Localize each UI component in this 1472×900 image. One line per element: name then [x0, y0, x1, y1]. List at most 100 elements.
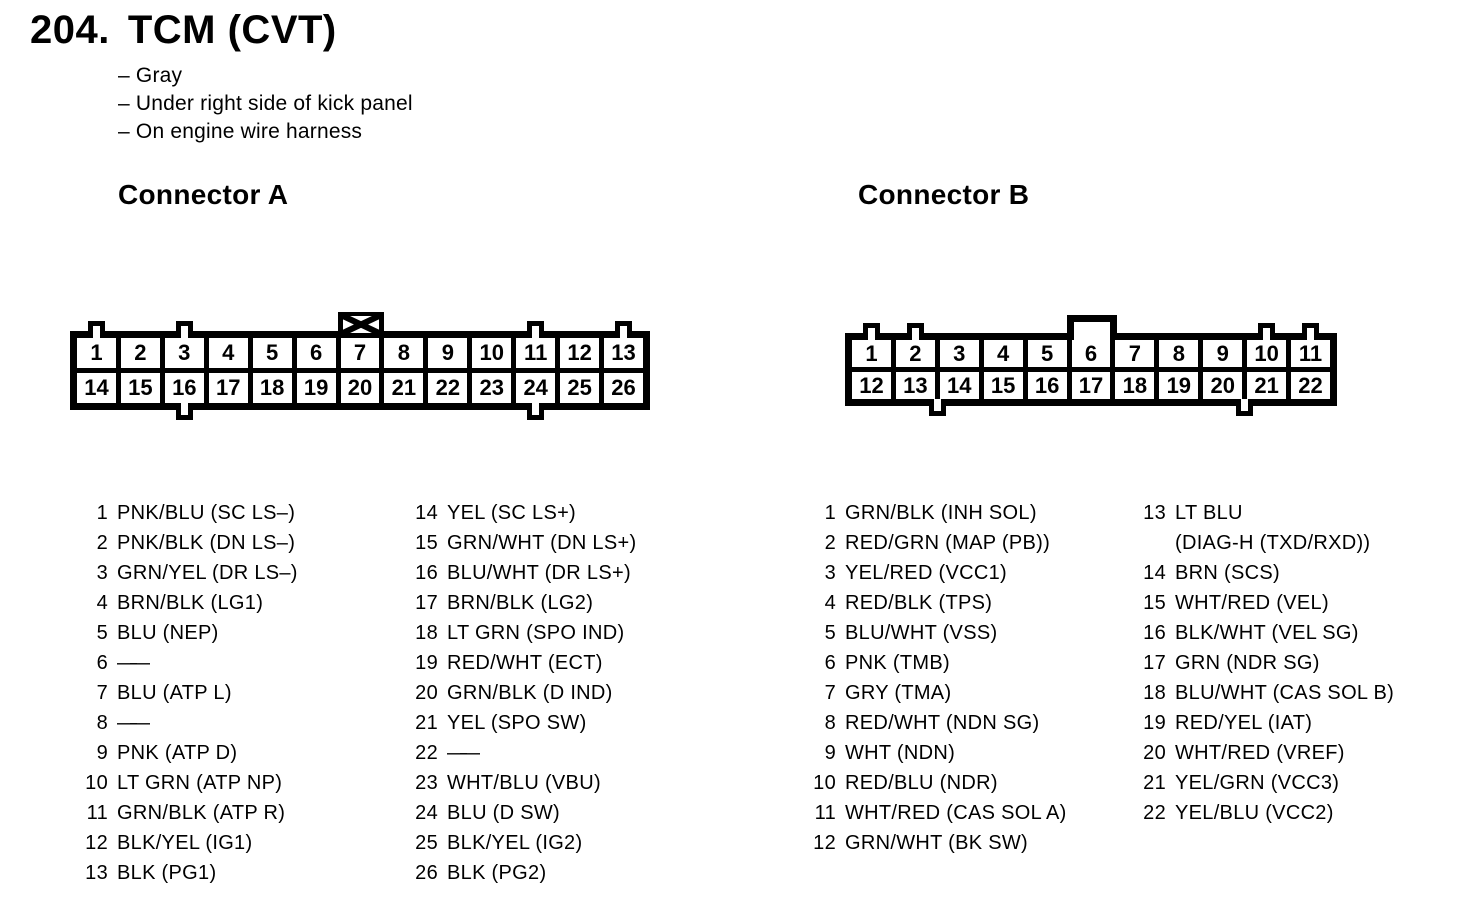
pin-row: 9 PNK (ATP D) — [70, 738, 298, 768]
pin-number: 20 — [1143, 742, 1166, 764]
pin-number: 23 — [415, 772, 438, 794]
pin-cell: 21 — [384, 373, 424, 403]
pin-row: 8—— — [70, 708, 298, 738]
pin-wire-label: LT BLU — [1175, 502, 1243, 524]
pin-number: 1 — [824, 502, 836, 524]
pin-wire-label: BLU (ATP L) — [117, 682, 232, 704]
pin-number: 2 — [96, 532, 108, 554]
index-tab — [929, 399, 946, 416]
pin-wire-label: BLK (PG2) — [447, 862, 547, 884]
pin-cell: 4 — [208, 338, 248, 368]
pin-wire-label: BLK/YEL (IG2) — [447, 832, 583, 854]
pin-wire-label: PNK/BLK (DN LS–) — [117, 532, 296, 554]
pin-number: 9 — [96, 742, 108, 764]
pin-wire-label: BLK/WHT (VEL SG) — [1175, 622, 1359, 644]
pin-row: 2 PNK/BLK (DN LS–) — [70, 528, 298, 558]
pin-wire-label: PNK (TMB) — [845, 652, 950, 674]
pin-number: 2 — [824, 532, 836, 554]
location-note: – Gray — [118, 64, 183, 87]
pin-cell: 22 — [428, 373, 468, 403]
index-tab — [88, 321, 105, 338]
pin-row: 25 BLK/YEL (IG2) — [400, 828, 636, 858]
pin-cell: 6 — [1071, 340, 1111, 367]
pin-row-continuation: (DIAG-H (TXD/RXD)) — [1128, 528, 1394, 558]
pin-wire-label: GRN/BLK (ATP R) — [117, 802, 286, 824]
pin-number: 12 — [813, 832, 836, 854]
pin-wire-label: WHT/RED (VREF) — [1175, 742, 1345, 764]
pin-wire-label: LT GRN (ATP NP) — [117, 772, 283, 794]
pin-number: 5 — [96, 622, 108, 644]
pin-row: 6—— — [70, 648, 298, 678]
pin-number: 26 — [415, 862, 438, 884]
pin-wire-label: PNK (ATP D) — [117, 742, 238, 764]
index-tab — [1258, 323, 1275, 340]
pin-number: 21 — [1143, 772, 1166, 794]
pin-wire-label: BLU/WHT (CAS SOL B) — [1175, 682, 1395, 704]
index-tab — [615, 321, 632, 338]
location-note: – Under right side of kick panel — [118, 92, 413, 115]
pin-cell: 26 — [604, 373, 643, 403]
pin-cell: 14 — [939, 372, 979, 399]
pin-number: 13 — [1143, 502, 1166, 524]
pin-cell: 5 — [1027, 340, 1067, 367]
pin-wire-label: RED/GRN (MAP (PB)) — [845, 532, 1051, 554]
pin-number: 8 — [824, 712, 836, 734]
pin-number: 16 — [1143, 622, 1166, 644]
pin-number: 15 — [415, 532, 438, 554]
index-tab — [907, 323, 924, 340]
pin-cell: 7 — [1115, 340, 1155, 367]
pin-row: 13 LT BLU — [1128, 498, 1394, 528]
connector-a-title: Connector A — [118, 179, 289, 210]
pin-wire-label: RED/BLK (TPS) — [845, 592, 993, 614]
pin-cell: 18 — [252, 373, 292, 403]
pin-number: 18 — [415, 622, 438, 644]
pin-number: 25 — [415, 832, 438, 854]
pin-number: 19 — [415, 652, 438, 674]
pin-wire-label: PNK/BLU (SC LS–) — [117, 502, 296, 524]
index-tab — [1302, 323, 1319, 340]
pin-number: 3 — [824, 562, 836, 584]
pin-row: 16 BLK/WHT (VEL SG) — [1128, 618, 1394, 648]
pin-wire-label: RED/BLU (NDR) — [845, 772, 998, 794]
pin-row: 15 GRN/WHT (DN LS+) — [400, 528, 636, 558]
pin-wire-label: WHT/BLU (VBU) — [447, 772, 601, 794]
pin-wire-label: BLU/WHT (DR LS+) — [447, 562, 631, 584]
pin-number: 22 — [415, 742, 438, 764]
pin-row: 8 RED/WHT (NDN SG) — [798, 708, 1067, 738]
pin-cell: 13 — [604, 338, 643, 368]
pin-number: 15 — [1143, 592, 1166, 614]
pin-wire-label: GRN/WHT (DN LS+) — [447, 532, 637, 554]
pin-wire-label: BLU (D SW) — [447, 802, 560, 824]
pin-row: 20 WHT/RED (VREF) — [1128, 738, 1394, 768]
pin-cell: 12 — [560, 338, 600, 368]
pin-number: 20 — [415, 682, 438, 704]
pin-number: 18 — [1143, 682, 1166, 704]
location-notes: – Gray– Under right side of kick panel– … — [118, 62, 413, 146]
pin-cell: 4 — [983, 340, 1023, 367]
pin-cell: 3 — [939, 340, 979, 367]
pin-cell: 14 — [77, 373, 116, 403]
pin-number-spacer — [1128, 528, 1166, 558]
pin-cell: 22 — [1291, 372, 1330, 399]
pin-wire-label: RED/WHT (NDN SG) — [845, 712, 1040, 734]
pin-number: 21 — [415, 712, 438, 734]
pin-cell: 8 — [1159, 340, 1199, 367]
pin-cell: 17 — [1071, 372, 1111, 399]
